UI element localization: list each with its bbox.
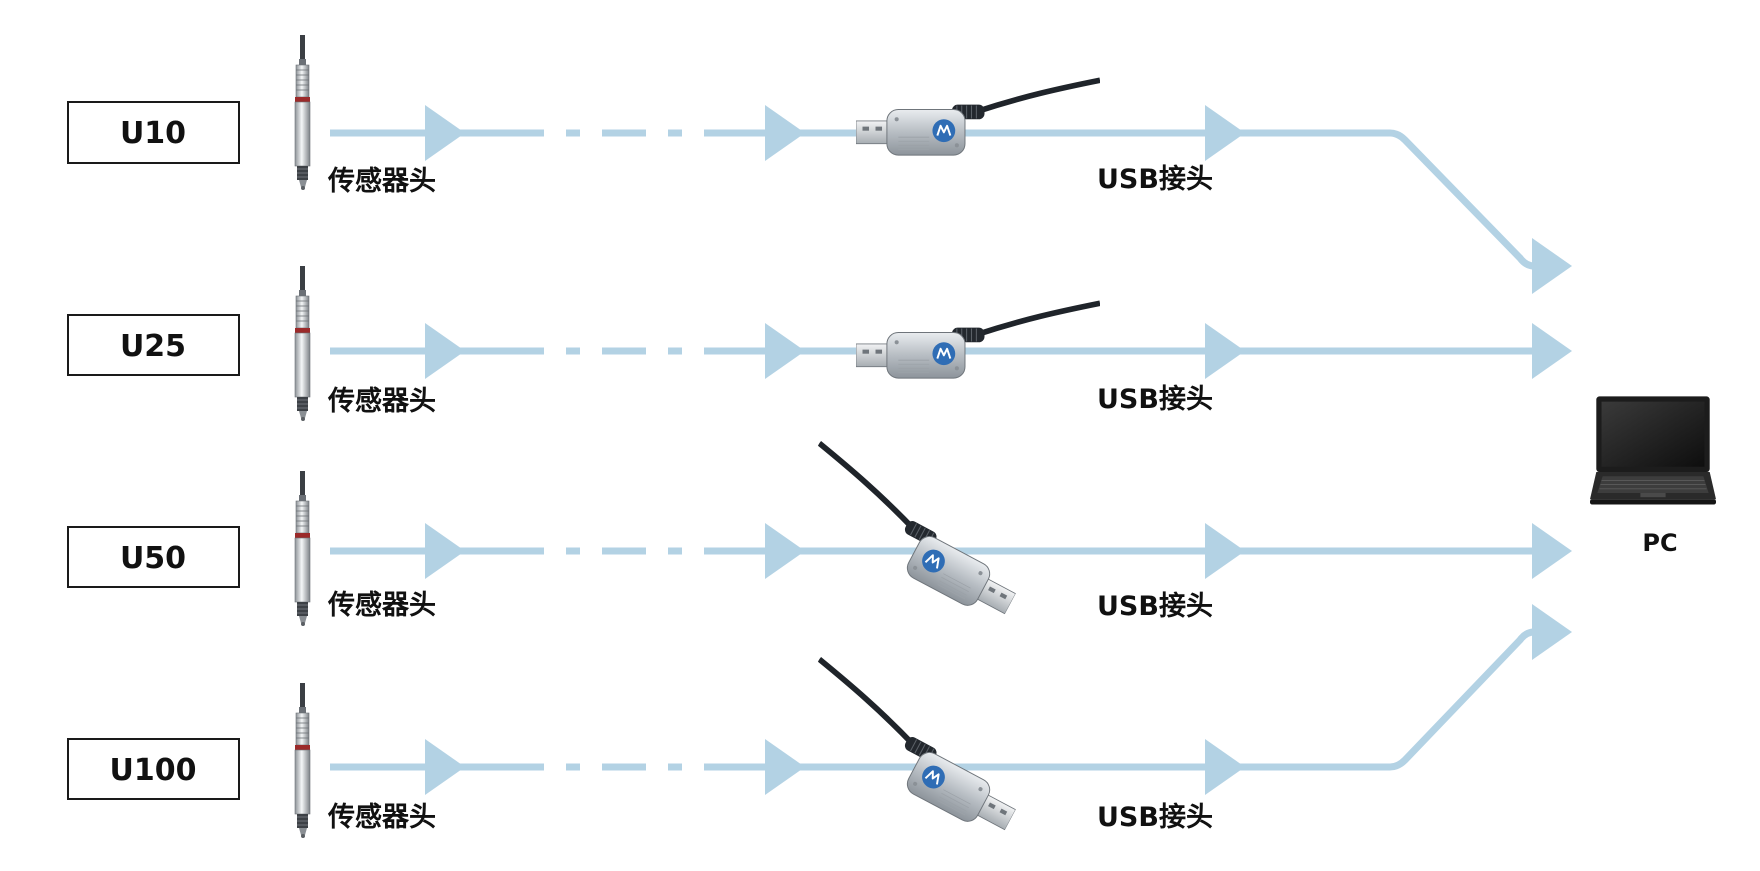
laptop-icon <box>1590 395 1716 506</box>
usb-label: USB接头 <box>1097 384 1213 415</box>
usb-adapter-icon <box>784 659 1035 840</box>
arrow-icon <box>1205 523 1245 579</box>
usb-adapter-icon <box>856 80 1100 155</box>
arrowheads <box>425 105 1572 795</box>
sensor-probe-icon <box>294 682 311 839</box>
model-label: U25 <box>120 329 186 364</box>
flow-line <box>740 129 1542 270</box>
sensor-label: 传感器头 <box>327 385 436 417</box>
arrow-icon <box>1532 523 1572 579</box>
row-u50: U50 传感器头 USB接头 <box>67 443 1213 627</box>
flow-lines <box>330 129 1542 771</box>
pc-label: PC <box>1642 529 1677 557</box>
model-label: U100 <box>110 753 197 788</box>
sensor-probe-icon <box>294 34 311 191</box>
arrow-icon <box>1205 739 1245 795</box>
usb-label: USB接头 <box>1097 591 1213 622</box>
row-u100: U100 传感器头 USB接头 <box>67 659 1213 840</box>
usb-adapter-icon <box>784 443 1035 624</box>
usb-label: USB接头 <box>1097 802 1213 833</box>
arrow-icon <box>1532 323 1572 379</box>
sensor-label: 传感器头 <box>327 165 436 197</box>
sensor-probe-icon <box>294 470 311 627</box>
model-label: U10 <box>120 116 186 151</box>
arrow-icon <box>765 105 805 161</box>
model-box: U25 <box>67 314 240 376</box>
arrow-icon <box>425 105 465 161</box>
sensor-probe-icon <box>294 265 311 422</box>
model-box: U50 <box>67 526 240 588</box>
arrow-icon <box>1532 238 1572 294</box>
pc-node: PC <box>1590 395 1716 557</box>
usb-label: USB接头 <box>1097 164 1213 195</box>
sensor-label: 传感器头 <box>327 801 436 833</box>
arrow-icon <box>1205 323 1245 379</box>
flow-line <box>740 628 1542 771</box>
model-box: U100 <box>67 738 240 800</box>
arrow-icon <box>1532 604 1572 660</box>
arrow-icon <box>425 739 465 795</box>
arrow-icon <box>765 323 805 379</box>
sensor-label: 传感器头 <box>327 589 436 621</box>
model-label: U50 <box>120 541 186 576</box>
arrow-icon <box>425 523 465 579</box>
usb-adapter-icon <box>856 303 1100 378</box>
row-u25: U25 传感器头 USB接头 <box>67 265 1213 422</box>
arrow-icon <box>1205 105 1245 161</box>
row-u10: U10 传感器头 USB接头 <box>67 34 1213 197</box>
model-box: U10 <box>67 101 240 164</box>
arrow-icon <box>425 323 465 379</box>
arrow-icon <box>765 523 805 579</box>
arrow-icon <box>765 739 805 795</box>
